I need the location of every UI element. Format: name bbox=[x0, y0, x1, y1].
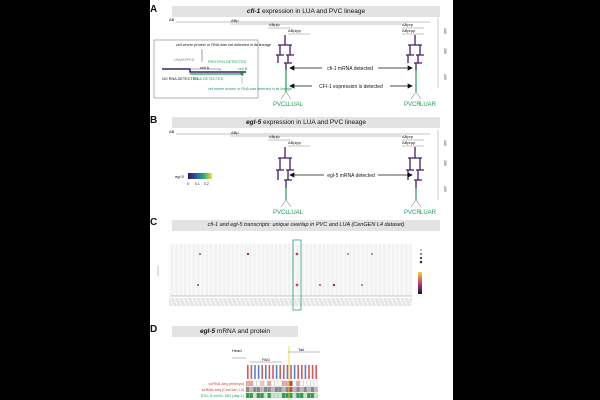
panel-a-label-abp: ABp bbox=[231, 18, 239, 23]
panel-b-tree bbox=[176, 133, 430, 147]
panel-d-title: egl-5 mRNA and protein bbox=[172, 326, 298, 337]
panel-b-title-gene: egl-5 bbox=[246, 119, 262, 126]
panel-a-axis-tick-1: 200 bbox=[443, 48, 447, 54]
panel-a-lineage-right bbox=[406, 35, 424, 70]
colorbar-tick-2: 0.2 bbox=[204, 182, 209, 186]
panel-b-title-text: expression in LUA and PVC lineage bbox=[261, 119, 366, 126]
panel-a-arrows bbox=[289, 65, 413, 89]
panel-b-cell-lual: LUAL bbox=[288, 210, 304, 216]
panel-a-label-ab: AB bbox=[169, 17, 175, 22]
panel-a-axis-tick-2: 400 bbox=[443, 74, 447, 80]
panel-a-cell-lual: LUAL bbox=[288, 102, 304, 108]
panel-d-letter: D bbox=[150, 324, 158, 335]
panel-c-highlight-box bbox=[292, 239, 302, 311]
panel-b-title: egl-5 expression in LUA and PVC lineage bbox=[172, 117, 440, 128]
legend-unmapped: UNMAPPED bbox=[174, 58, 195, 62]
panel-a-label-abprp: ABprp bbox=[402, 22, 414, 27]
panel-d-title-text: mRNA and protein bbox=[215, 328, 271, 335]
panel-b-label-abprp: ABprp bbox=[402, 134, 414, 139]
panel-a-letter: A bbox=[150, 4, 158, 15]
panel-b-axis-tick-0: 100 bbox=[443, 140, 447, 146]
panel-b-cell-pvcl: PVCL bbox=[273, 210, 289, 216]
legend-protein-detected: PROTEIN DETECTED bbox=[208, 60, 247, 64]
panel-a-tree bbox=[176, 21, 430, 35]
panel-c-title: cfi-1 and egl-5 transcripts: unique over… bbox=[172, 220, 440, 231]
panel-b-mrna-note: egl-5 mRNA detected bbox=[327, 173, 375, 179]
panel-b-label-abp: ABp bbox=[231, 130, 239, 135]
legend-top-note: cell where protein or RNA was not detect… bbox=[176, 43, 271, 47]
panel-b-label-abplpp: ABplpp bbox=[288, 140, 302, 145]
panel-d-table: Head PAG Tail scRNA-seq (embryo) scRNA-s… bbox=[201, 346, 320, 400]
panel-d-tail-label: Tail bbox=[298, 347, 304, 352]
panel-b-cell-luar: LUAR bbox=[420, 210, 437, 216]
panel-a-title-text: expression in LUA and PVC lineage bbox=[260, 8, 366, 15]
colorbar-tick-0: 0 bbox=[187, 182, 189, 186]
legend-bottom-note: cell where protein or RNA was detected i… bbox=[208, 87, 292, 91]
legend-rna-detected: RNA DETECTED bbox=[194, 77, 224, 81]
panel-d-title-gene: egl-5 bbox=[199, 328, 216, 335]
figure: A cfi-1 expression in LUA and PVC lineag… bbox=[150, 0, 453, 400]
figure-graphics: AB ABp ABplp ABplpp ABprp ABprpp PVCL LU… bbox=[153, 17, 447, 400]
panel-b-neuron-lines bbox=[285, 188, 417, 200]
panel-a-cell-pvcr: PVCR bbox=[404, 102, 421, 108]
panel-c-legend bbox=[418, 249, 423, 294]
panel-a-cell-luar: LUAR bbox=[420, 102, 437, 108]
panel-d-row-cengen: scRNA-seq (CenGen L4) bbox=[202, 388, 245, 392]
panel-a-label-abplp: ABplp bbox=[269, 22, 280, 27]
panel-b-arrows bbox=[289, 172, 413, 178]
panel-a-title-gene: cfi-1 bbox=[246, 8, 261, 15]
panel-d-row-protein: EGL-5::mNG, AID (day 1) bbox=[201, 394, 245, 398]
legend-no-rna: NO RNA DETECTED bbox=[162, 77, 198, 81]
panel-a-lineage-left bbox=[276, 35, 294, 70]
panel-b-label-abplp: ABplp bbox=[269, 134, 280, 139]
panel-a-label-abprpp: ABprpp bbox=[402, 28, 416, 33]
panel-d-head-label: Head bbox=[232, 348, 242, 353]
panel-b-forks bbox=[280, 199, 422, 208]
colorbar-tick-1: 0.1 bbox=[195, 182, 200, 186]
panel-a-axis-tick-0: 100 bbox=[443, 28, 447, 34]
panel-b-label-abprpp: ABprpp bbox=[402, 140, 416, 145]
panel-b-letter: B bbox=[150, 115, 158, 126]
panel-a-forks bbox=[280, 91, 422, 100]
panel-b-label-ab: AB bbox=[169, 129, 175, 134]
panel-b-lineage-right bbox=[406, 147, 424, 188]
panel-b-cell-pvcr: PVCR bbox=[404, 210, 421, 216]
panel-c-dots bbox=[197, 252, 373, 287]
panel-b-axis-tick-1: 200 bbox=[443, 160, 447, 166]
panel-a-label-abplpp: ABplpp bbox=[288, 28, 302, 33]
panel-c-letter: C bbox=[150, 217, 158, 228]
panel-a-mrna-note: cfi-1 mRNA detected bbox=[327, 66, 373, 72]
panel-d-pag-label: PAG bbox=[262, 357, 270, 362]
panel-a-axis: 100 200 400 bbox=[437, 18, 447, 88]
panel-b-axis-tick-2: 400 bbox=[443, 186, 447, 192]
colorbar-label: egl-5 bbox=[175, 174, 185, 179]
panel-b-axis: 100 200 400 bbox=[437, 130, 447, 200]
panel-a-title: cfi-1 expression in LUA and PVC lineage bbox=[172, 6, 440, 17]
panel-a-legend: cell where protein or RNA was not detect… bbox=[153, 39, 292, 99]
panel-b-lineage-left bbox=[276, 147, 294, 188]
panel-c-dotplot bbox=[157, 239, 423, 311]
legend-cell-a: cell A bbox=[200, 66, 210, 70]
panel-a-neuron-lines bbox=[285, 70, 417, 92]
panel-a-cell-pvcl: PVCL bbox=[273, 102, 289, 108]
colorbar bbox=[188, 173, 212, 179]
panel-a-protein-note: CFI-1 expression is detected bbox=[319, 84, 383, 90]
legend-cell-b: cell B bbox=[238, 67, 248, 71]
panel-d-row-embryo: scRNA-seq (embryo) bbox=[209, 382, 245, 386]
